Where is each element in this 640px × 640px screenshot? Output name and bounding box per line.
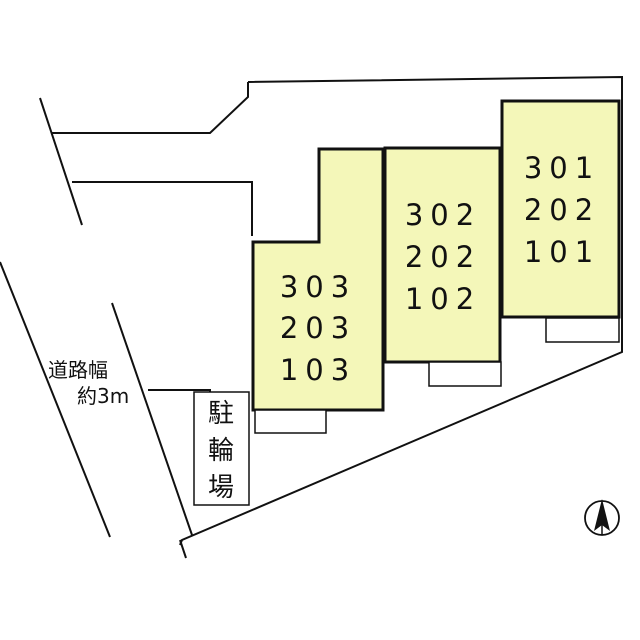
road-edge-left — [39, 97, 83, 226]
bicycle-parking-label-line1: 駐 — [208, 399, 234, 429]
neighbor-boundary-middle — [72, 181, 253, 236]
site-boundary-left — [179, 539, 187, 559]
bicycle-parking-label-line3: 場 — [208, 473, 234, 503]
building-b-step — [428, 361, 502, 387]
building-a-room-1: 303 — [280, 270, 356, 304]
building-c-step — [545, 317, 620, 343]
road-edge-left-lower — [0, 261, 111, 538]
building-303-203-103 — [251, 147, 385, 412]
bicycle-parking-area — [193, 391, 250, 506]
building-301-202-101 — [500, 99, 621, 319]
building-a-step — [254, 409, 327, 434]
road-width-label-line1: 道路幅 — [48, 358, 108, 382]
building-a-room-2: 203 — [280, 311, 356, 345]
building-a-room-3: 103 — [280, 353, 356, 387]
neighbor-boundary-upper — [52, 82, 249, 134]
building-c-room-1: 301 — [524, 151, 600, 185]
building-c-room-3: 101 — [524, 235, 600, 269]
road-width-label-line2: 約3m — [77, 384, 129, 408]
building-b-room-2: 202 — [405, 240, 481, 274]
building-b-room-1: 302 — [405, 198, 481, 232]
bicycle-parking-label-line2: 輪 — [208, 436, 234, 466]
building-b-room-3: 102 — [405, 282, 481, 316]
north-arrow-icon — [584, 499, 620, 536]
building-c-room-2: 202 — [524, 193, 600, 227]
road-edge-right — [111, 302, 193, 536]
